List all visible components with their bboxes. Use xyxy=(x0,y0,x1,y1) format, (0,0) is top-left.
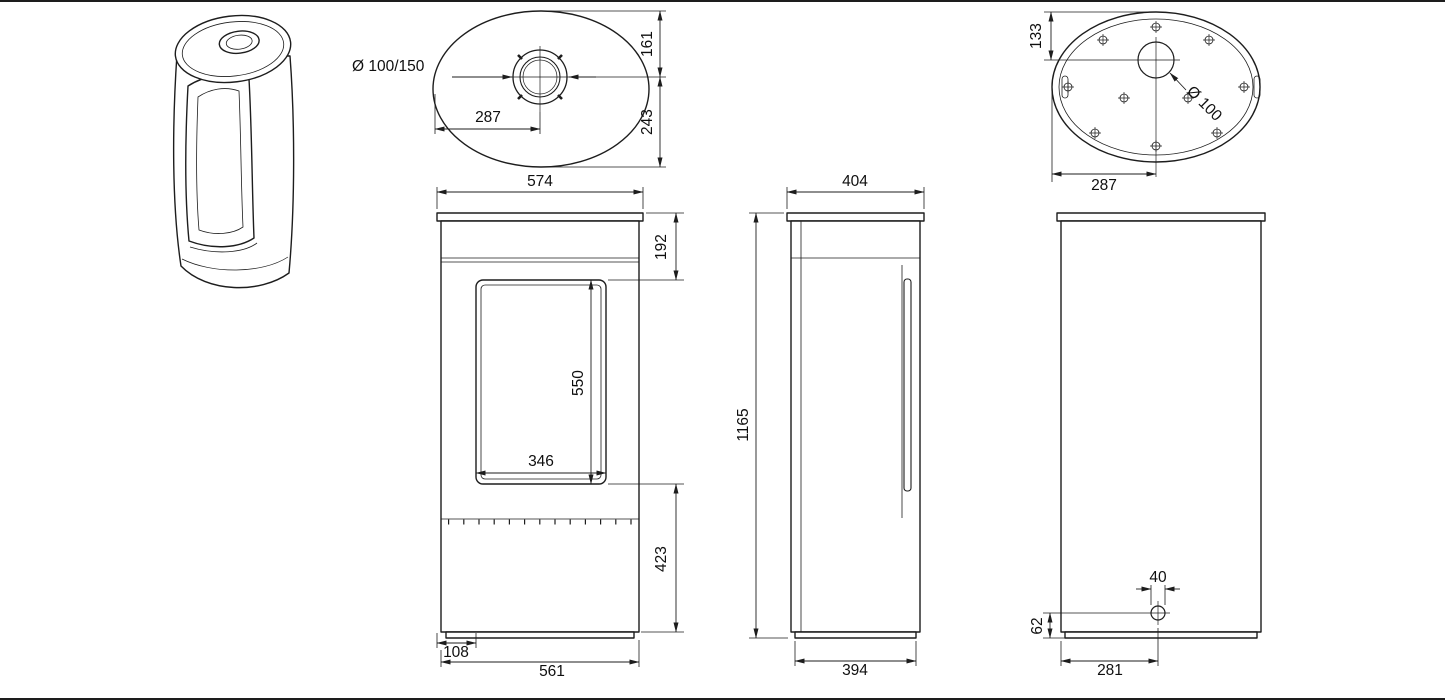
dim-front-top-to-glass: 192 xyxy=(653,234,670,260)
dim-front-glass-to-floor: 423 xyxy=(653,546,670,572)
side-slot-right xyxy=(1253,75,1261,99)
dim-side-base-depth: 394 xyxy=(842,662,868,679)
hole-dia-leader xyxy=(1169,72,1187,91)
flue-lug xyxy=(557,54,563,60)
door-glass-frame xyxy=(475,279,607,485)
door-handle xyxy=(903,278,912,492)
dim-back-hole-diameter: 40 xyxy=(1149,569,1167,586)
stove-lower-seam-3d xyxy=(181,256,289,271)
dim-overall-height: 1165 xyxy=(735,408,752,441)
dim-top-back-depth: 243 xyxy=(639,109,656,135)
flue-lug xyxy=(557,94,563,100)
side-slot-left xyxy=(1061,75,1069,99)
side-body xyxy=(790,220,921,633)
back-top-plate xyxy=(1056,212,1266,222)
dim-flue-diameter: Ø 100/150 xyxy=(352,58,425,75)
back-body xyxy=(1060,220,1262,633)
front-top-plate xyxy=(436,212,644,222)
top-rim-3d xyxy=(181,21,285,77)
dim-side-depth: 404 xyxy=(842,173,868,190)
dim-bottom-edge-to-hole: 133 xyxy=(1028,23,1045,49)
front-base xyxy=(445,631,635,639)
dim-top-offset: 287 xyxy=(475,109,501,126)
dim-back-hole-height: 62 xyxy=(1029,617,1046,634)
perspective-view xyxy=(172,14,295,289)
flue-opening-3d xyxy=(225,34,253,50)
side-top-plate xyxy=(786,212,925,222)
dim-front-inset: 108 xyxy=(443,644,469,661)
top-view: Ø 100/150 287 161 243 xyxy=(352,10,666,168)
dim-bottom-offset: 287 xyxy=(1091,177,1117,194)
door-frame-3d xyxy=(185,74,255,248)
back-base xyxy=(1064,631,1258,639)
top-outline xyxy=(432,10,650,168)
door-bottom-seam-3d xyxy=(189,242,258,253)
side-base xyxy=(794,631,917,639)
stove-top-3d xyxy=(174,14,292,84)
door-glass xyxy=(480,284,602,480)
side-view: 404 1165 394 xyxy=(735,173,925,679)
dim-back-edge-to-hole: 281 xyxy=(1097,662,1123,679)
dim-front-base-width: 561 xyxy=(539,663,565,680)
dim-front-width: 574 xyxy=(527,173,553,190)
dim-top-front-depth: 161 xyxy=(639,31,656,57)
front-view: 574 192 550 346 423 108 561 xyxy=(436,173,684,680)
flue-lug xyxy=(517,54,523,60)
flue-lug xyxy=(517,94,523,100)
dim-glass-height: 550 xyxy=(570,370,587,396)
dim-glass-width: 346 xyxy=(528,453,554,470)
back-view: 40 62 281 xyxy=(1029,212,1266,679)
bottom-view: Ø 100 133 287 xyxy=(1028,11,1261,194)
door-glass-3d xyxy=(196,88,244,234)
